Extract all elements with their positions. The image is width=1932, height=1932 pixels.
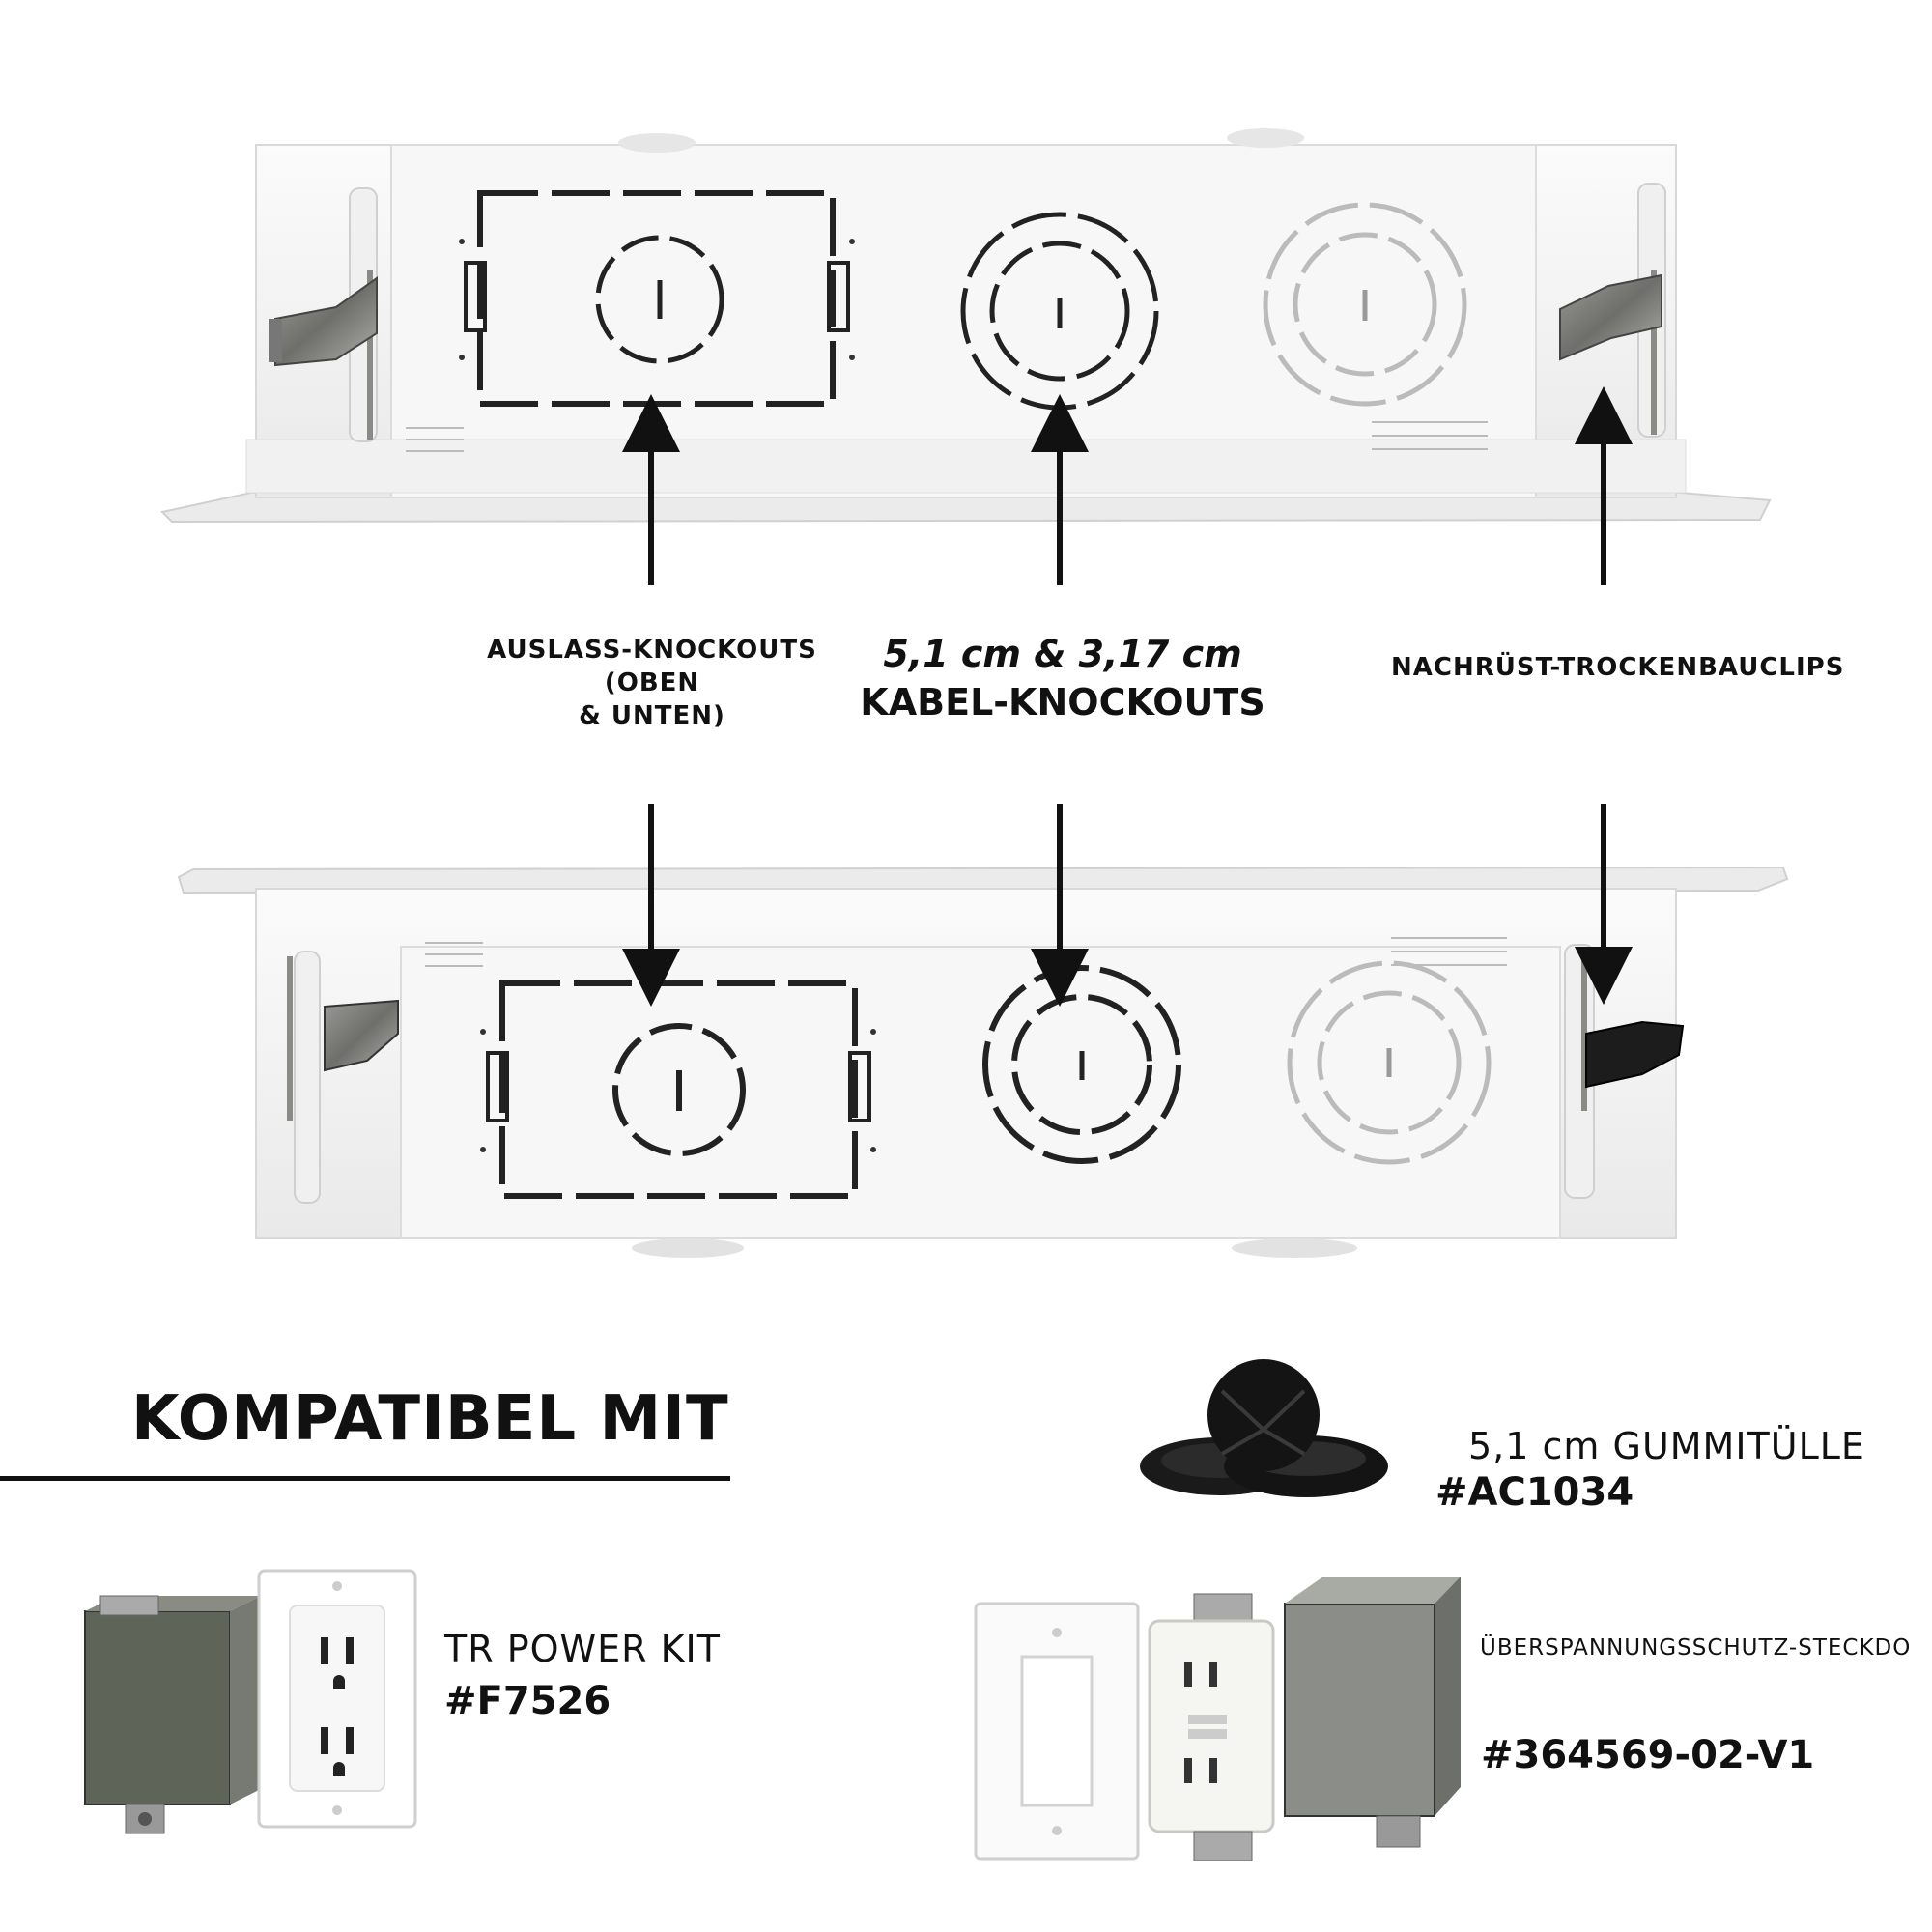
duplex-outlet-image <box>257 1569 417 1829</box>
grommet-code: #AC1034 <box>1435 1470 1634 1515</box>
cable-knockout-bottom-2 <box>1287 960 1492 1165</box>
power-kit-code: #F7526 <box>444 1679 611 1723</box>
compatible-heading: KOMPATIBEL MIT <box>131 1383 729 1455</box>
clip-top-right <box>1559 183 1666 438</box>
callout-cable-line1: 5,1 cm & 3,17 cm <box>883 633 1242 675</box>
surge-outlet-code: #364569-02-V1 <box>1481 1733 1815 1777</box>
callout-outlet-line2: (OBEN <box>604 668 700 697</box>
callout-arrows <box>622 386 1633 1007</box>
box-top-view <box>159 128 1772 524</box>
wall-plate-image <box>974 1602 1140 1861</box>
box-bottom-view <box>177 866 1789 1258</box>
callout-outlet-knockouts: AUSLASS-KNOCKOUTS (OBEN & UNTEN) <box>464 634 840 732</box>
cable-knockout-top-2 <box>1263 202 1467 407</box>
surge-outlet-name: ÜBERSPANNUNGSSCHUTZ-STECKDO <box>1480 1635 1912 1661</box>
callout-outlet-line1: AUSLASS-KNOCKOUTS <box>487 636 817 665</box>
callout-clips-line1: NACHRÜST-TROCKENBAUCLIPS <box>1391 653 1845 682</box>
clip-bottom-left <box>287 951 399 1204</box>
metal-box-image <box>84 1595 261 1834</box>
surge-outlet-image <box>1148 1593 1275 1861</box>
metal-box-right-image <box>1284 1577 1461 1848</box>
callout-cable-knockouts: 5,1 cm & 3,17 cm KABEL-KNOCKOUTS <box>850 630 1275 726</box>
compatible-divider <box>0 1476 730 1481</box>
power-kit-name: TR POWER KIT <box>444 1628 721 1670</box>
grommet-image <box>1140 1359 1388 1497</box>
box-bottom-flange <box>177 866 1789 895</box>
callout-drywall-clips: NACHRÜST-TROCKENBAUCLIPS <box>1391 651 1845 684</box>
clip-top-left <box>269 187 378 442</box>
clip-bottom-right <box>1564 944 1685 1199</box>
grommet-name: 5,1 cm GUMMITÜLLE <box>1468 1425 1865 1467</box>
callout-outlet-line3: & UNTEN) <box>579 701 725 730</box>
callout-cable-line2: KABEL-KNOCKOUTS <box>860 681 1265 724</box>
